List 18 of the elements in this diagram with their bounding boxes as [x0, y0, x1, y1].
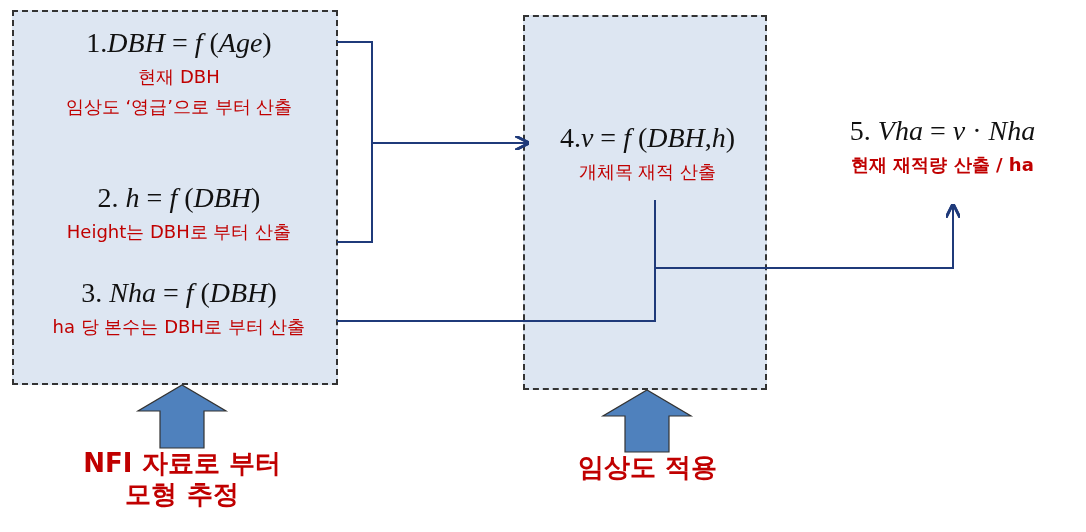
description-text: 현재 DBH [138, 65, 220, 89]
formula: 5. Vha = v · Nha [849, 115, 1036, 147]
description-text: 현재 재적량 산출 / ha [851, 153, 1034, 177]
caption-text: NFI 자료로 부터 모형 추정 [82, 448, 282, 511]
block-arrow [600, 389, 694, 453]
description-text: ha 당 본수는 DBH로 부터 산출 [52, 315, 306, 339]
description-text: Height는 DBH로 부터 산출 [66, 220, 292, 244]
description-text: 개체목 재적 산출 [578, 160, 717, 184]
block-arrow [135, 384, 229, 449]
description-text: 임상도 ‘영급’으로 부터 산출 [65, 95, 293, 120]
formula: 2. h = f (DBH) [97, 182, 261, 214]
connector-arrow [654, 199, 962, 269]
caption-text: 임상도 적용 [577, 452, 718, 484]
dashed-group-box [12, 10, 338, 385]
formula: 4.v = f (DBH,h) [559, 122, 736, 154]
formula: 3. Nha = f (DBH) [81, 277, 277, 309]
dashed-group-box [523, 15, 767, 390]
formula: 1.DBH = f (Age) [86, 27, 272, 59]
